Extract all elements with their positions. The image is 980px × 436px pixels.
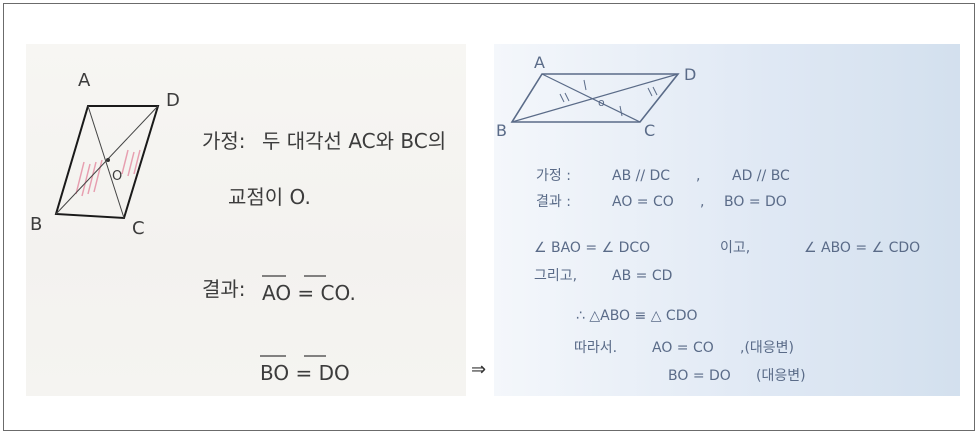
- right-label-d: D: [684, 65, 696, 84]
- pink-hatching: [75, 149, 141, 197]
- right-scan-drawing: A D B C o 가정 : AB // DC , AD // BC 결과 : …: [496, 53, 920, 384]
- right-therefore-a-note: ,(대응변): [740, 340, 794, 356]
- right-angle-mid: 이고,: [720, 240, 750, 256]
- right-and-eq: AB = CD: [612, 268, 672, 284]
- right-therefore-b: BO = DO: [668, 368, 731, 384]
- right-handwritten-scan: A D B C o 가정 : AB // DC , AD // BC 결과 : …: [494, 44, 960, 396]
- right-label-o: o: [598, 96, 605, 109]
- right-hyp-b: AD // BC: [732, 168, 790, 184]
- point-o: [106, 158, 110, 162]
- right-therefore-b-note: (대응변): [756, 368, 806, 384]
- left-concl-line2: BO = DO: [260, 361, 350, 385]
- right-label-b: B: [496, 121, 507, 140]
- right-hyp-a: AB // DC: [612, 168, 670, 184]
- right-concl-b: BO = DO: [724, 194, 787, 210]
- right-therefore-label: 따라서.: [574, 340, 617, 356]
- left-label-a: A: [78, 70, 91, 91]
- left-hyp-text2: 교점이 O.: [228, 185, 311, 209]
- right-angle-b: ∠ ABO = ∠ CDO: [804, 240, 920, 256]
- left-concl-label: 결과:: [202, 277, 246, 301]
- right-congruence: ∴ △ABO ≡ △ CDO: [576, 308, 698, 324]
- implies-arrow: ⇒: [471, 359, 487, 380]
- left-label-b: B: [30, 214, 42, 235]
- left-handwritten-scan: A D B C O 가정: 두 대각선 AC와 BC의 교점이 O. 결과: A…: [26, 44, 466, 396]
- left-concl-line1: AO = CO.: [262, 281, 356, 305]
- left-hyp-label: 가정:: [202, 129, 246, 153]
- right-therefore-a: AO = CO: [652, 340, 714, 356]
- left-label-o: O: [112, 169, 122, 184]
- right-hyp-sep: ,: [696, 168, 700, 184]
- diagonal-bd: [511, 73, 679, 123]
- left-scan-drawing: A D B C O 가정: 두 대각선 AC와 BC의 교점이 O. 결과: A…: [30, 70, 446, 385]
- diagonal-ac: [541, 73, 641, 123]
- right-angle-a: ∠ BAO = ∠ DCO: [534, 240, 650, 256]
- tick-marks: [559, 79, 658, 117]
- right-label-a: A: [534, 53, 545, 72]
- left-label-d: D: [166, 90, 180, 111]
- right-hyp-label: 가정 :: [536, 168, 571, 184]
- diagonal-ac: [87, 105, 125, 219]
- right-concl-label: 결과 :: [536, 194, 571, 210]
- right-concl-sep: ,: [700, 194, 704, 210]
- left-hyp-text: 두 대각선 AC와 BC의: [262, 129, 446, 153]
- right-and-label: 그리고,: [534, 268, 577, 284]
- right-label-c: C: [644, 121, 655, 140]
- right-concl-a: AO = CO: [612, 194, 674, 210]
- left-label-c: C: [132, 218, 145, 239]
